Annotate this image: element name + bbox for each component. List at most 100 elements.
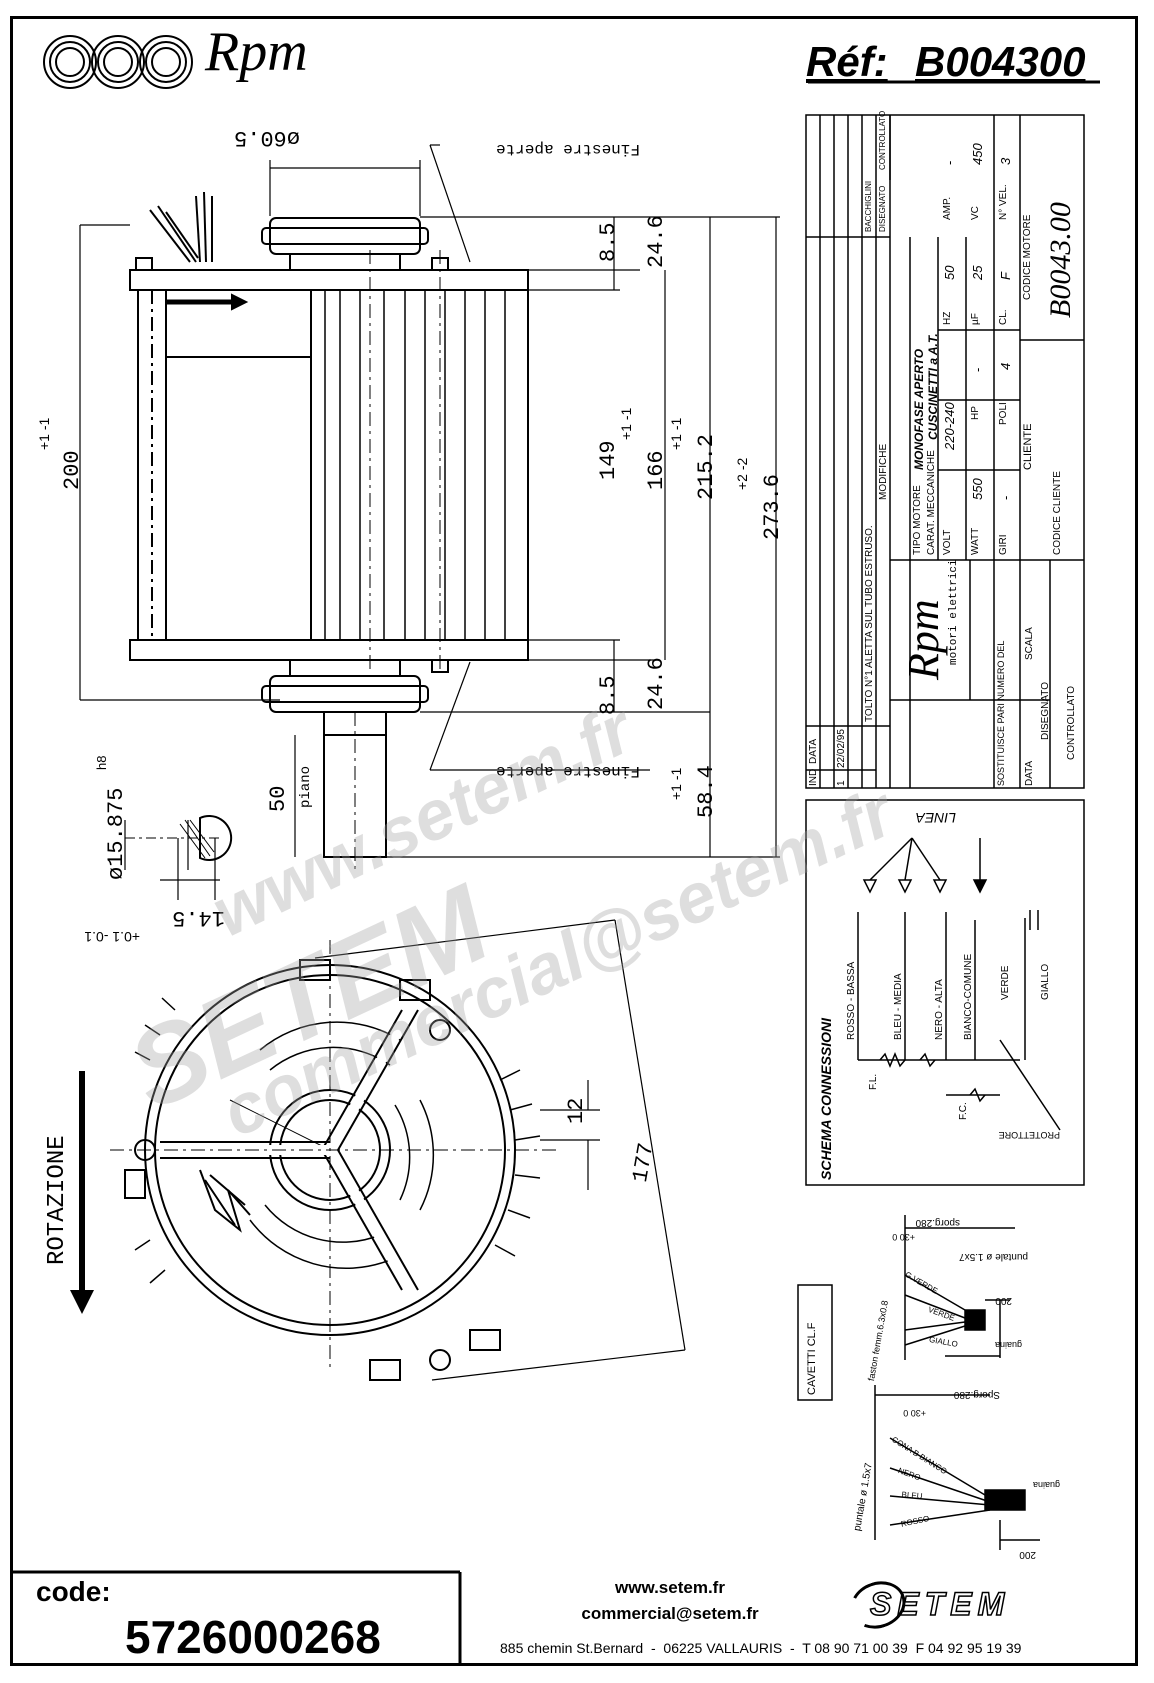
drawing-frame [10, 16, 1138, 1666]
poli-label: POLI [998, 402, 1009, 425]
rev-data-label: DATA [808, 738, 819, 764]
codice-motore-value: B0043.00 [1044, 202, 1077, 318]
cl-value: F [998, 272, 1013, 280]
modifiche-label: MODIFICHE [878, 443, 889, 500]
cavetti-puntale-top: puntale ø 1.5x7 [959, 1251, 1028, 1262]
ref-value: B004300 [915, 38, 1086, 85]
cliente-label: CLIENTE [1022, 423, 1034, 470]
amp-label: AMP. [942, 196, 953, 220]
nvel-label: N° VEL. [998, 184, 1009, 220]
code-label: code: [36, 1576, 111, 1607]
cavetti-sporg-bottom: Sporg.280 [953, 1389, 1000, 1400]
footer-website[interactable]: www.setem.fr [615, 1578, 725, 1597]
volt-value: 220-240 [942, 402, 957, 450]
motor-side-view [129, 191, 529, 870]
dim-58-4: 58.4 [694, 765, 719, 818]
dim-piano: piano [298, 765, 314, 808]
dim-8-5-top: 8.5 [596, 222, 621, 262]
linea-label: LINEA [915, 810, 956, 826]
vc-label: VC [970, 206, 981, 220]
dim-14-5-tol: +0.1 -0.1 [84, 929, 140, 945]
rev1-modification: TOLTO N°1 ALETTA SUL TUBO ESTRUSO. [864, 525, 875, 722]
tipo-motore-label: TIPO MOTORE [912, 485, 923, 555]
finestre-aperte-top: Finestre aperte [495, 140, 640, 158]
rotation-arrow [70, 1071, 94, 1314]
controllato-label: CONTROLLATO [1066, 685, 1077, 760]
dim-273-6-tol: +2 -2 [734, 457, 750, 490]
dim-12: 12 [564, 1097, 589, 1124]
dim-215-2: 215.2 [694, 433, 719, 500]
wire-rosso-bassa: ROSSO - BASSA [846, 961, 857, 1040]
dim-273-6: 273.6 [760, 473, 785, 540]
cl-label: CL. [998, 309, 1009, 325]
data-label: DATA [1024, 760, 1035, 786]
cavetti-sporg-top: sporg.280 [915, 1217, 960, 1228]
shaft-section [125, 815, 233, 861]
wire-verde: VERDE [1000, 965, 1011, 1000]
wire-giallo: GIALLO [1040, 963, 1051, 1000]
wire-nero-alta: NERO - ALTA [934, 979, 945, 1040]
dimension-lines [79, 144, 780, 900]
cavetti-wire-bleu: BLEU [901, 1490, 923, 1501]
volt-label: VOLT [942, 529, 953, 555]
hp-label: HP [970, 406, 981, 420]
wire-bleu-media: BLEU - MEDIA [893, 973, 904, 1040]
footer-address: 885 chemin St.Bernard - 06225 VALLAURIS … [500, 1640, 1022, 1656]
setem-logo: SETEM [869, 1585, 1011, 1623]
wire-bianco-comune: BIANCO-COMUNE [963, 953, 974, 1040]
dim-149: 149 [596, 440, 621, 480]
fc-label: F.C. [958, 1102, 969, 1120]
motor-front-view [110, 940, 560, 1381]
watt-value: 550 [970, 478, 985, 500]
codice-cliente-label: CODICE CLIENTE [1052, 471, 1063, 555]
protettore-label: PROTETTORE [998, 1130, 1060, 1140]
poli-value: 4 [998, 362, 1013, 370]
cavetti-len-top: 200 [995, 1295, 1012, 1306]
cavetti-label: CAVETTI CL.F [806, 1322, 818, 1395]
cavetti-guaina-bottom: guaina [1032, 1480, 1060, 1490]
dim-215-2-tol: +1 -1 [668, 417, 684, 450]
dim-diameter-15-875: ø15.875 [104, 787, 129, 880]
rpm-coil-logo [43, 35, 193, 89]
hp-value: - [970, 367, 985, 372]
vc-value: 450 [970, 143, 985, 165]
cavetti-sporg-bottom-tol: +30 0 [903, 1408, 926, 1418]
bacchiglini-label: BACCHIGLINI [864, 180, 873, 232]
dim-200-tol: +1 -1 [36, 417, 52, 450]
controllato-header: CONTROLLATO [878, 110, 887, 170]
tipo-motore-value: MONOFASE APERTO [912, 348, 926, 470]
code-box [12, 1570, 462, 1666]
rotazione-label: ROTAZIONE [44, 1135, 71, 1265]
codice-motore-label: CODICE MOTORE [1022, 214, 1033, 300]
dim-diameter-60: ø60.5 [233, 125, 300, 150]
code-value: 5726000268 [125, 1611, 381, 1663]
footer-email[interactable]: commercial@setem.fr [581, 1604, 759, 1623]
dim-24-6-top: 24.6 [644, 215, 669, 268]
cavetti-guaina-top: guaina [994, 1340, 1022, 1350]
title-block-frame [797, 114, 1085, 1401]
dim-200: 200 [60, 450, 85, 490]
rev1-data: 22/02/95 [836, 729, 847, 768]
front-dimension-lines [314, 919, 686, 1381]
carat-value: CUSCINETTI a A.T. [926, 333, 940, 440]
dim-50: 50 [266, 785, 291, 812]
fl-label: F.L. [868, 1073, 879, 1090]
sostituisce-label: SOSTITUISCE PARI NUMERO DEL [996, 640, 1006, 786]
company-subtitle: motori elettrici [948, 559, 960, 665]
uf-label: µF [970, 313, 981, 325]
amp-value: - [942, 160, 957, 165]
dim-166: 166 [644, 450, 669, 490]
disegnato-label: DISEGNATO [1040, 682, 1051, 740]
giri-label: GIRI [998, 534, 1009, 555]
cavetti-wires [874, 1215, 1040, 1550]
rpm-logo-text: Rpm [205, 21, 308, 83]
dim-24-6-bottom: 24.6 [644, 657, 669, 710]
carat-label: CARAT. MECCANICHE [926, 450, 937, 555]
dim-166-tol: +1 -1 [618, 407, 634, 440]
disegnato-header: DISEGNATO [878, 185, 887, 232]
cavetti-sporg-top-tol: +30 0 [892, 1232, 915, 1242]
hz-label: HZ [942, 311, 953, 325]
cavetti-len-bottom: 200 [1019, 1549, 1036, 1560]
dim-h8: h8 [94, 755, 109, 770]
